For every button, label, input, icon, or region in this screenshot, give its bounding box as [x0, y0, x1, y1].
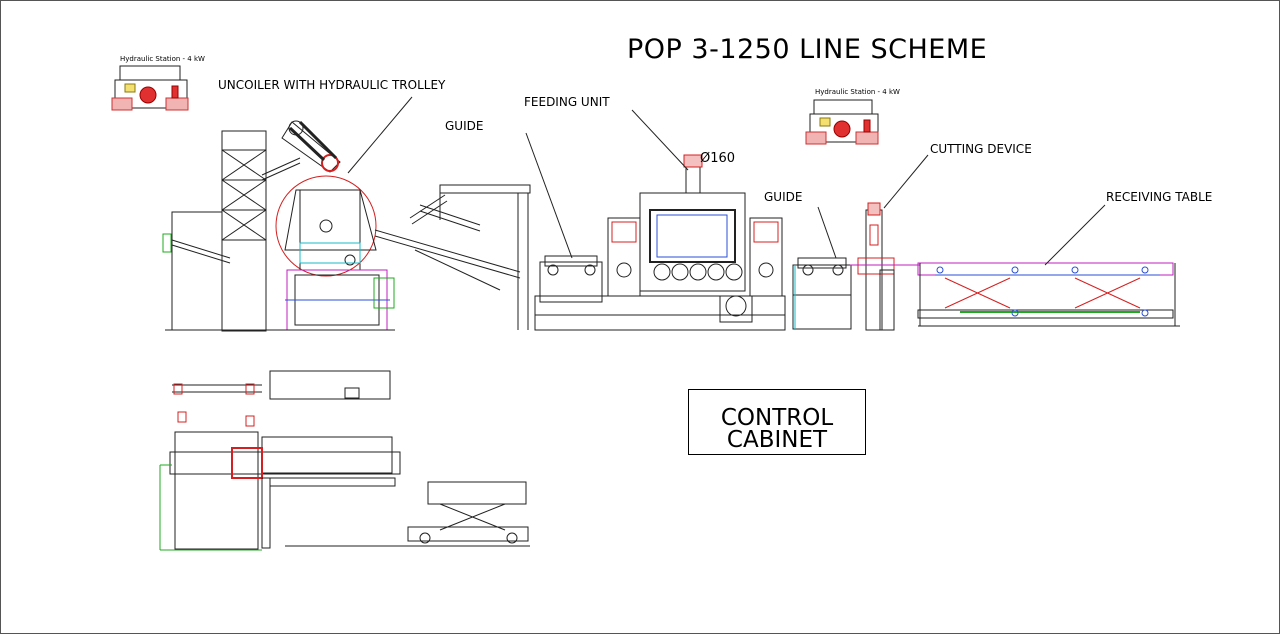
control-cabinet-box: CONTROL CABINET: [688, 389, 866, 455]
cutting-device-label: CUTTING DEVICE: [930, 142, 1032, 156]
page-title: POP 3-1250 LINE SCHEME: [627, 34, 988, 65]
leader-lines: [347, 96, 1106, 266]
uncoiler: [162, 120, 395, 332]
hydraulic-station-1: [111, 65, 189, 111]
roll-diameter-label: Ø160: [700, 151, 736, 166]
uncoiler-label: UNCOILER WITH HYDRAULIC TROLLEY: [218, 78, 446, 92]
hydraulic-station-label-2: Hydraulic Station - 4 kW: [815, 88, 900, 96]
feeding-unit-label: FEEDING UNIT: [524, 95, 610, 109]
guide-1-label: GUIDE: [445, 119, 484, 133]
guide-1: [374, 184, 531, 330]
guide-2: [792, 257, 852, 330]
receiving-table-label: RECEIVING TABLE: [1106, 190, 1213, 204]
hydraulic-station-2: [805, 99, 879, 145]
receiving-table: [917, 262, 1180, 327]
control-cabinet-line2: CABINET: [726, 427, 828, 453]
feeding-unit: [534, 154, 786, 331]
control-cabinet-line1: CONTROL: [720, 405, 834, 431]
plan-view: [159, 370, 530, 551]
hydraulic-station-label-1: Hydraulic Station - 4 kW: [120, 55, 205, 63]
cutting-device: [850, 202, 920, 331]
guide-2-label: GUIDE: [764, 190, 803, 204]
